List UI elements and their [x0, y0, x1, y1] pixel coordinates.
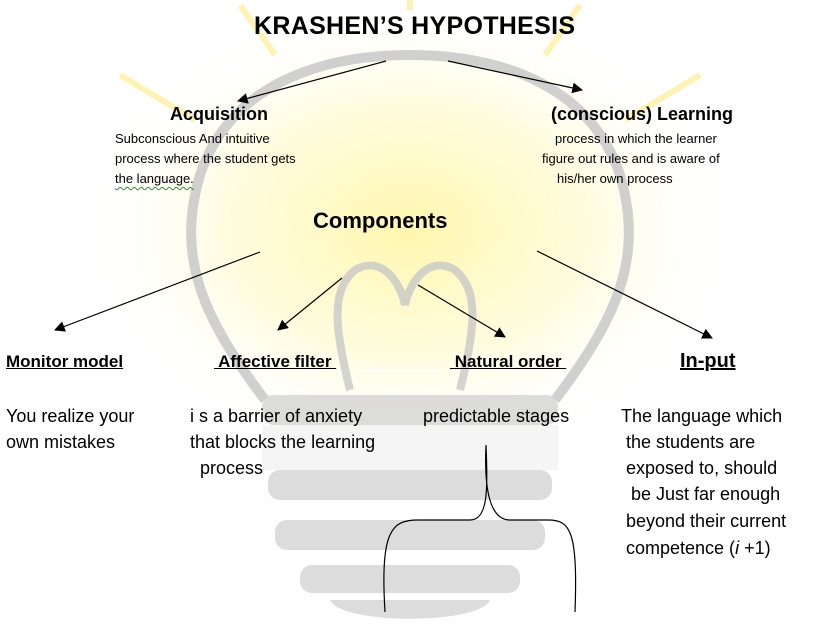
input-line-4: be Just far enough	[621, 484, 781, 504]
page-title: KRASHEN’S HYPOTHESIS	[254, 12, 576, 40]
input-line-6-text: competence (	[621, 538, 736, 558]
acquisition-line-3: the language.	[115, 171, 194, 186]
arrow-to-natural	[417, 284, 506, 338]
acquisition-line-2: process where the student gets	[115, 151, 296, 166]
affective-line-1: i s a barrier of anxiety	[190, 406, 363, 426]
components-heading: Components	[313, 208, 448, 233]
arrow-to-acquisition	[236, 60, 387, 104]
arrow-to-input	[536, 250, 713, 339]
natural-heading: Natural order	[450, 352, 567, 371]
natural-line-1: predictable stages	[423, 406, 570, 426]
arrow-to-learning	[447, 60, 584, 94]
arrow-to-monitor	[53, 251, 261, 332]
monitor-line-2: own mistakes	[6, 432, 116, 452]
acquisition-line-1: Subconscious And intuitive	[115, 131, 270, 146]
learning-heading: (conscious) Learning	[551, 104, 734, 124]
learning-line-2: figure out rules and is aware of	[542, 151, 720, 166]
input-line-1: The language which	[621, 406, 783, 426]
input-line-3: exposed to, should	[621, 458, 778, 478]
brace	[383, 444, 577, 613]
input-line-5: beyond their current	[621, 511, 787, 531]
arrow-to-affective	[277, 277, 343, 331]
learning-line-1: process in which the learner	[555, 131, 717, 146]
learning-line-3: his/her own process	[557, 171, 673, 186]
input-formula-rest: +1)	[739, 538, 771, 558]
lightbulb-icon	[80, 0, 740, 619]
input-line-2: the students are	[621, 432, 756, 452]
monitor-line-1: You realize your	[6, 406, 135, 426]
affective-line-3: process	[190, 458, 264, 478]
acquisition-heading: Acquisition	[170, 104, 268, 124]
affective-heading: Affective filter	[214, 352, 337, 371]
affective-line-2: that blocks the learning	[190, 432, 376, 452]
input-formula-var: i	[735, 538, 740, 558]
input-heading: In-put	[680, 350, 736, 372]
input-line-6: competence (i +1)	[621, 535, 771, 562]
monitor-heading: Monitor model	[6, 352, 124, 371]
